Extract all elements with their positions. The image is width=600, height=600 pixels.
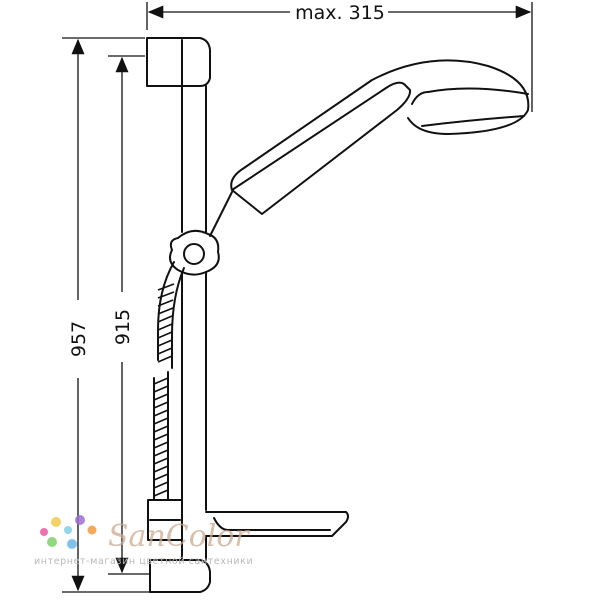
watermark-tagline: интернет-магазин цветной сантехники xyxy=(34,556,254,567)
bottom-wall-bracket xyxy=(149,535,211,593)
shower-holder xyxy=(169,229,220,276)
rail-height-label: 915 xyxy=(112,309,134,345)
sancolor-watermark: SanColor xyxy=(40,515,250,554)
slide-rail xyxy=(181,85,207,511)
rail-height-dimension: 915 xyxy=(108,55,150,575)
width-dimension-label: max. 315 xyxy=(295,2,385,24)
watermark-dots-icon xyxy=(40,515,97,549)
shower-hose xyxy=(153,261,185,501)
top-wall-bracket xyxy=(146,37,211,87)
watermark-brand: SanColor xyxy=(108,519,250,554)
hand-shower xyxy=(209,59,530,237)
hose-coil-ticks xyxy=(153,283,175,497)
overall-height-dimension: 957 xyxy=(62,37,150,593)
width-dimension: max. 315 xyxy=(146,2,533,112)
overall-height-label: 957 xyxy=(68,321,90,357)
